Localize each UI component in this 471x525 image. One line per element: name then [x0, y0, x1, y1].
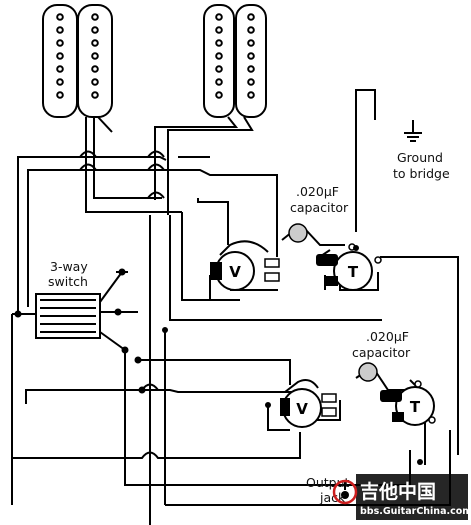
tone-pot-1: T — [316, 243, 382, 291]
tone-pot-1-label: T — [348, 263, 359, 281]
pot-wiring-1 — [209, 240, 379, 301]
watermark-logo: 吉他中国 bbs.GuitarChina.com — [332, 474, 471, 520]
jack-label-line1: Output — [306, 475, 350, 490]
pickup-leads — [85, 116, 254, 215]
tone-pot-2: T — [380, 380, 436, 426]
wiring — [11, 89, 459, 525]
volume-pot-1-label: V — [229, 263, 241, 281]
switch-label-line2: switch — [48, 274, 88, 289]
capacitor-1-label-line1: .020µF — [296, 184, 339, 199]
ground-label-line2: to bridge — [393, 166, 450, 181]
capacitor-1-label-line2: capacitor — [290, 200, 349, 215]
ground-label-line1: Ground — [397, 150, 443, 165]
volume-pot-2-label: V — [296, 400, 308, 418]
tone-pot-2-label: T — [410, 398, 421, 416]
bridge-pickup — [203, 4, 267, 118]
capacitor-1-disc — [288, 223, 308, 243]
capacitor-2-label-line1: .020µF — [366, 329, 409, 344]
capacitor-2-label-line2: capacitor — [352, 345, 411, 360]
ground-symbol — [404, 120, 422, 142]
solder-points — [14, 245, 423, 465]
neck-pickup-polepieces — [56, 13, 99, 99]
volume-pot-1: V — [210, 251, 280, 291]
capacitor-2-disc — [358, 362, 378, 382]
three-way-switch — [35, 271, 138, 351]
volume-pot-2: V — [280, 388, 337, 428]
neck-pickup — [42, 4, 113, 118]
watermark-brand: 吉他中国 — [360, 480, 436, 503]
bridge-pickup-polepieces — [215, 13, 255, 99]
switch-label-line1: 3-way — [50, 259, 88, 274]
watermark-url: bbs.GuitarChina.com — [360, 506, 471, 517]
